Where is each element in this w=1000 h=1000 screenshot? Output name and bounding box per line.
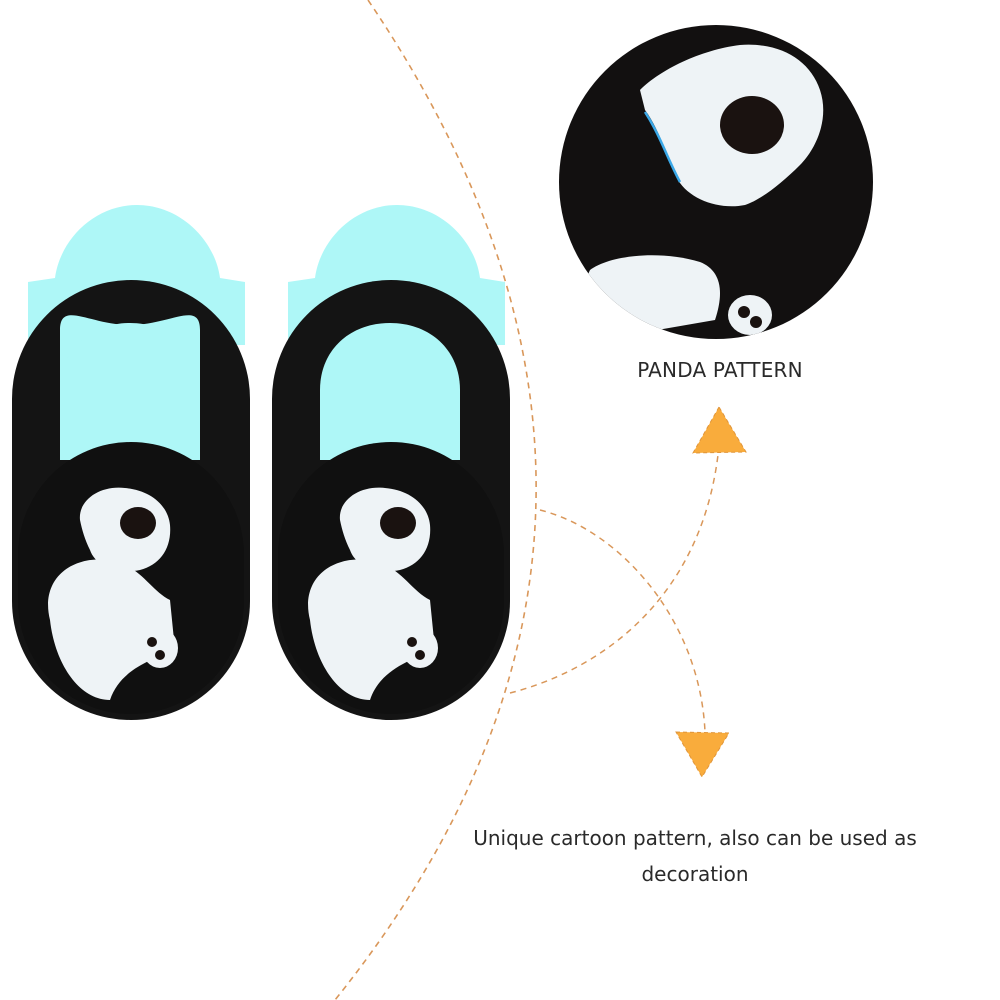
webcam-cover-left [12, 205, 250, 720]
webcam-cover-right [272, 205, 510, 720]
feature-description: Unique cartoon pattern, also can be used… [473, 826, 917, 886]
dashed-connector-up [509, 454, 719, 694]
triangle-up-icon [692, 406, 747, 454]
dashed-arc-divider [334, 0, 537, 1000]
triangle-down-icon [675, 731, 730, 778]
zoom-lens-panda-detail [559, 25, 873, 339]
dashed-connector-down [539, 509, 706, 733]
zoom-caption-title: PANDA PATTERN [637, 358, 803, 382]
